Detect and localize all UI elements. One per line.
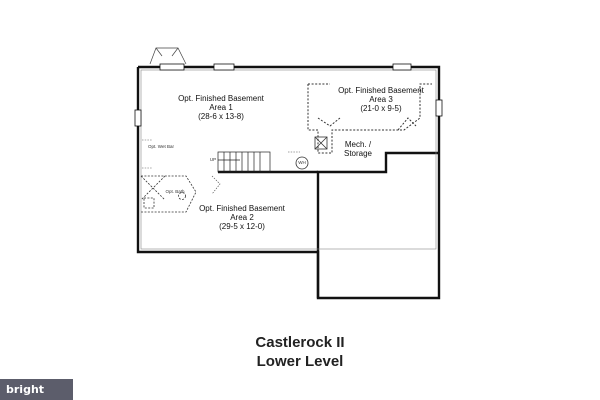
plan-title-line1: Castlerock II [255, 334, 345, 351]
plan-title-line2: Lower Level [256, 353, 344, 370]
wet-bar-line1: Opt. [148, 144, 157, 149]
bright-watermark-logo: bright [0, 379, 73, 400]
windows [134, 63, 443, 127]
plan-title: Castlerock II Lower Level [0, 333, 600, 371]
bath-label: Opt. Bath [165, 189, 185, 194]
wet-bar-line2: Wet Bar [157, 144, 174, 149]
wet-bar-counter [142, 139, 152, 169]
mech-name: Mech. / [344, 140, 372, 149]
mech-label: Mech. / Storage [336, 140, 380, 158]
area2-label: Opt. Finished Basement Area 2 (29-5 x 12… [186, 204, 298, 232]
area1-dims: (28-6 x 13-8) [198, 112, 244, 122]
area2-sub: Area 2 [230, 213, 254, 223]
wet-bar-label: Opt. Wet Bar [148, 144, 174, 149]
optional-walls [307, 83, 432, 154]
optional-bath [140, 175, 197, 213]
mech-sub: Storage [343, 149, 373, 159]
area2-name: Opt. Finished Basement [199, 204, 285, 213]
stairs [217, 151, 271, 173]
area2-dims: (29-5 x 12-0) [219, 222, 265, 232]
area1-sub: Area 1 [209, 103, 233, 113]
egress-well [149, 47, 187, 65]
area1-label: Opt. Finished Basement Area 1 (28-6 x 13… [166, 94, 276, 122]
area3-label: Opt. Finished Basement Area 3 (21-0 x 9-… [326, 86, 436, 114]
area3-sub: Area 3 [369, 95, 393, 105]
door-swings [211, 151, 300, 195]
area3-dims: (21-0 x 9-5) [360, 104, 402, 114]
area1-name: Opt. Finished Basement [178, 94, 264, 103]
finish-lines [140, 69, 437, 250]
water-heater-label: WH [298, 160, 306, 165]
water-heater [295, 156, 309, 170]
area3-name: Opt. Finished Basement [338, 86, 424, 95]
mechanical-unit [314, 136, 328, 150]
stair-up-label: UP [209, 157, 217, 162]
